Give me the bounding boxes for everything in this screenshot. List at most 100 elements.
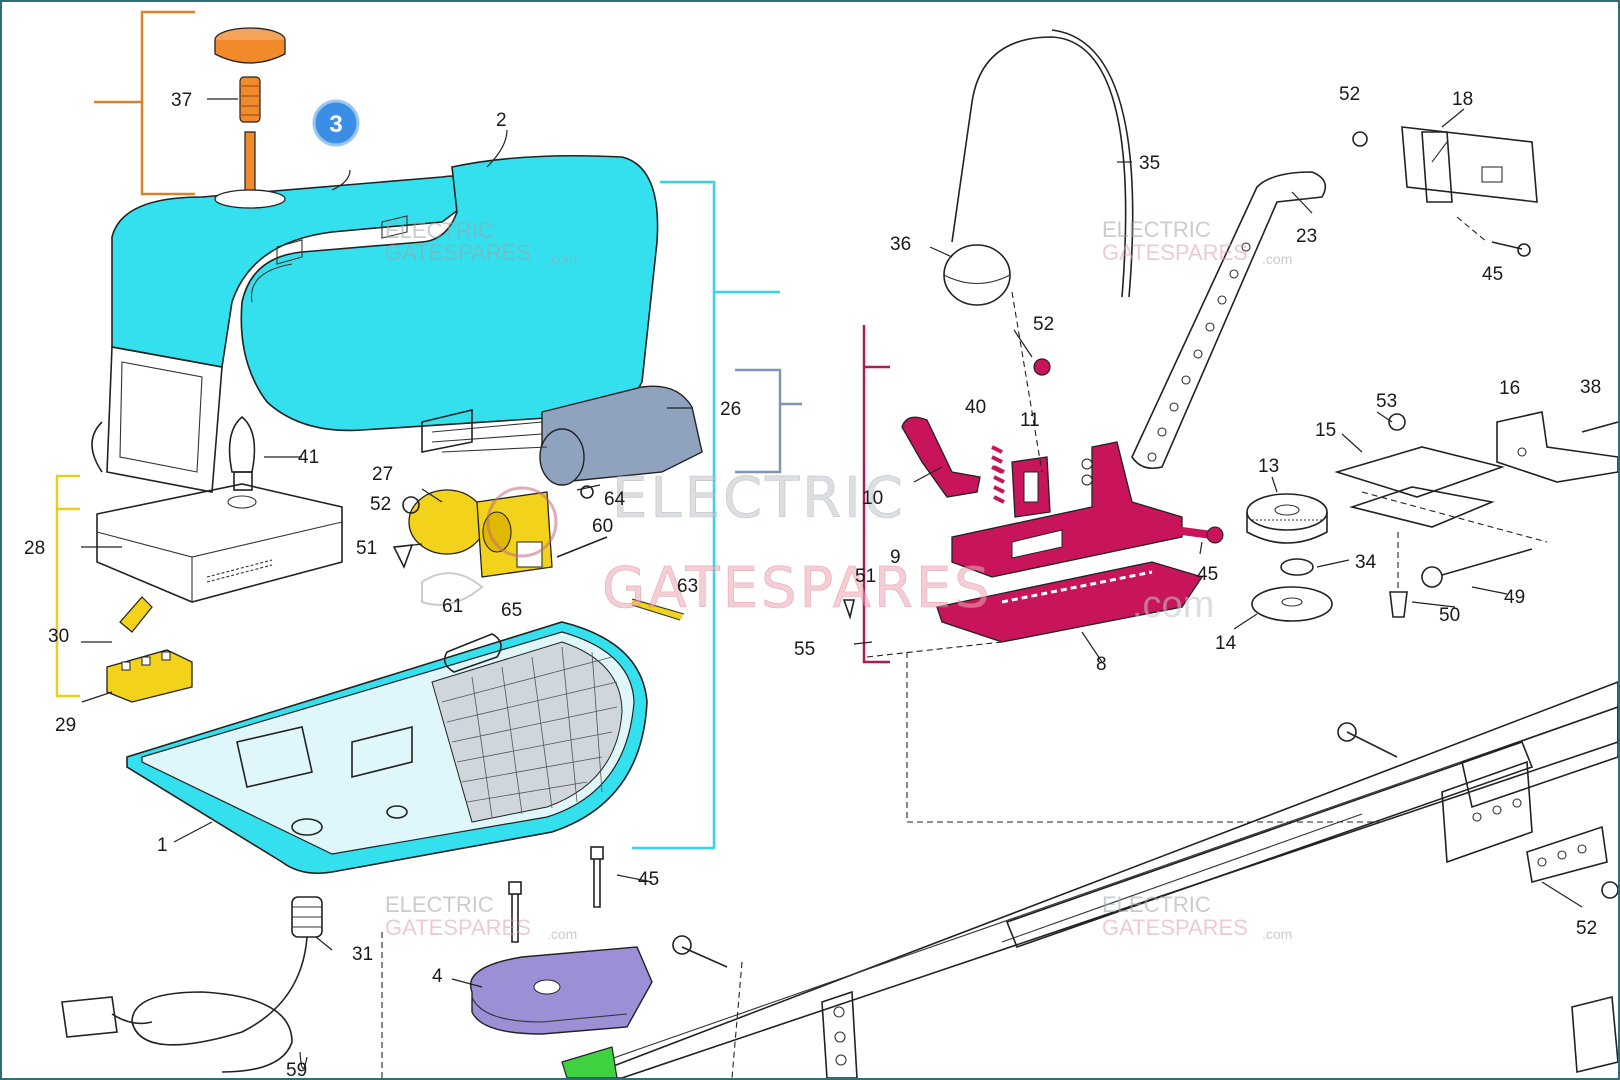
wm4-line2: GATESPARES [1102, 915, 1248, 940]
part-51-screw-carriage [842, 599, 856, 620]
label-51-left: 51 [356, 538, 377, 559]
label-51-carriage: 51 [855, 566, 876, 587]
part-18-bracket [1352, 126, 1538, 257]
motor-housing [91, 346, 223, 493]
part-31-cable-gland [291, 896, 323, 938]
part-36-release-ball [943, 244, 1011, 306]
part-13-gear [1246, 493, 1328, 544]
watermark-small-1: ELECTRIC GATESPARES .com [385, 218, 577, 267]
watermark-small-4: ELECTRIC GATESPARES .com [1102, 892, 1292, 942]
part-4-plate [469, 946, 653, 1035]
label-27: 27 [372, 464, 393, 485]
label-50: 50 [1439, 605, 1460, 626]
part-11-plate [1011, 456, 1051, 518]
watermark-small-2: ELECTRIC GATESPARES .com [1102, 217, 1292, 267]
wm1-line1: ELECTRIC [385, 218, 494, 243]
label-60: 60 [592, 516, 613, 537]
wm3-com: .com [547, 926, 577, 942]
label-28: 28 [24, 538, 45, 559]
wm2-line2: GATESPARES [1102, 240, 1248, 265]
wm1-line2: GATESPARES [385, 240, 531, 265]
label-34: 34 [1355, 552, 1377, 573]
label-29: 29 [55, 715, 76, 736]
bracket-carriage-group [862, 325, 890, 664]
label-31: 31 [352, 944, 373, 965]
wm3-line2: GATESPARES [385, 915, 531, 940]
part-9-carriage [951, 441, 1183, 578]
label-52-rail: 52 [1576, 918, 1597, 939]
watermark-line2: GATESPARES [602, 556, 993, 621]
watermark-line1: ELECTRIC [612, 466, 906, 531]
part-16-bracket [1496, 411, 1618, 483]
wm1-com: .com [547, 251, 577, 267]
label-14: 14 [1215, 633, 1237, 654]
label-11: 11 [1020, 410, 1040, 431]
bracket-37-group [94, 10, 195, 196]
label-55: 55 [794, 639, 815, 660]
part-labels: 37 2 41 28 30 29 1 4 31 59 27 52 51 61 6… [24, 84, 1601, 1078]
part-52-nut-carriage [1033, 358, 1051, 376]
label-59: 59 [286, 1060, 307, 1078]
part-40-spring [991, 445, 1005, 504]
wm4-line1: ELECTRIC [1102, 892, 1211, 917]
part-41-bulb [228, 415, 256, 491]
part-8-slider [936, 561, 1204, 643]
part-27-gear-unit [408, 489, 553, 578]
wm3-line1: ELECTRIC [385, 892, 494, 917]
label-23: 23 [1296, 226, 1317, 247]
label-41: 41 [298, 447, 319, 468]
label-4: 4 [432, 966, 443, 987]
part-35-release-cord [951, 29, 1134, 298]
part-30-connector [119, 596, 153, 633]
part-60-screw [556, 536, 608, 558]
wm2-line1: ELECTRIC [1102, 217, 1211, 242]
part-65-sleeve [443, 633, 502, 673]
part-14-washer [1251, 586, 1333, 622]
part-23-arm [1131, 171, 1327, 470]
label-64: 64 [604, 489, 626, 510]
watermark-com: .com [1132, 584, 1214, 626]
leader-lines [81, 98, 1583, 1078]
label-52-bracket: 52 [1339, 84, 1360, 105]
badge-number: 3 [329, 111, 342, 138]
part-63-bolt [631, 598, 685, 621]
wm4-com: .com [1262, 926, 1292, 942]
bracket-28-group [55, 474, 80, 698]
label-65: 65 [501, 600, 522, 621]
label-36: 36 [890, 234, 911, 255]
label-45-base: 45 [638, 869, 659, 890]
part-50-bolt [1389, 532, 1408, 618]
part-1-base [126, 621, 648, 875]
bracket-cover-group [632, 180, 780, 850]
part-2-cover [111, 154, 659, 432]
label-52-carriage: 52 [1033, 314, 1054, 335]
part-45-bolt-carriage [1151, 523, 1224, 544]
rail-assembly [561, 681, 1618, 1078]
label-49: 49 [1504, 587, 1525, 608]
part-37-cap [214, 27, 286, 208]
label-13: 13 [1258, 456, 1279, 477]
label-45-carriage: 45 [1197, 564, 1218, 585]
part-49-pin [1421, 548, 1533, 588]
part-59-power-cord [61, 936, 308, 1073]
label-9: 9 [890, 547, 901, 568]
part-29-terminal-block [106, 649, 193, 703]
label-1: 1 [157, 835, 168, 856]
part-38-spring [1581, 421, 1618, 433]
watermark-small-3: ELECTRIC GATESPARES .com [385, 892, 577, 942]
label-37: 37 [171, 90, 192, 111]
label-16: 16 [1499, 378, 1520, 399]
label-8: 8 [1096, 654, 1107, 675]
label-10: 10 [862, 488, 883, 509]
label-53: 53 [1376, 391, 1397, 412]
bracket-26-group [735, 368, 802, 474]
label-26: 26 [720, 399, 741, 420]
label-52-left: 52 [370, 494, 391, 515]
label-30: 30 [48, 626, 69, 647]
part-51-screw-left [392, 544, 414, 570]
wm2-com: .com [1262, 251, 1292, 267]
part-10-lever [901, 416, 981, 498]
label-2: 2 [496, 110, 507, 131]
part-64-part [580, 485, 594, 499]
